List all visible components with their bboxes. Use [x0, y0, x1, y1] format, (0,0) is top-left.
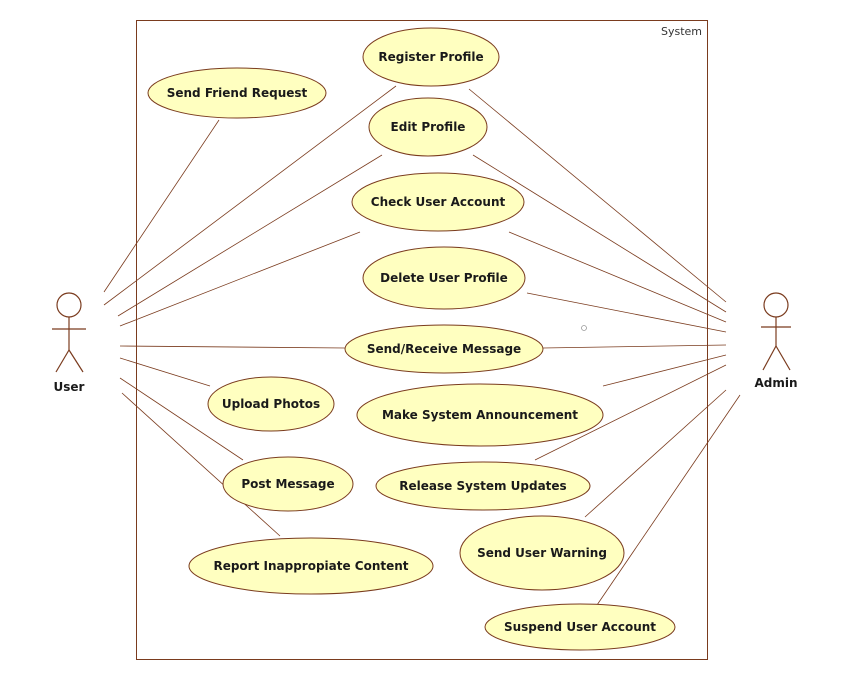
use-case-check-user-account[interactable]: Check User Account — [351, 172, 525, 232]
assoc-admin-send-receive-message — [542, 344, 727, 349]
use-case-label: Make System Announcement — [382, 408, 578, 422]
use-case-label: Send User Warning — [477, 546, 607, 560]
assoc-admin-suspend-user-account — [596, 394, 741, 606]
assoc-user-send-friend-request — [103, 119, 220, 293]
use-case-upload-photos[interactable]: Upload Photos — [207, 376, 335, 432]
assoc-admin-send-user-warning — [584, 389, 727, 518]
assoc-admin-make-system-announcement — [602, 354, 727, 387]
use-case-send-user-warning[interactable]: Send User Warning — [459, 515, 625, 591]
system-boundary — [136, 20, 708, 660]
admin-associations — [468, 88, 741, 606]
use-case-label: Register Profile — [378, 50, 483, 64]
assoc-admin-register-profile — [468, 88, 727, 303]
use-case-label: Check User Account — [371, 195, 506, 209]
use-case-make-system-announcement[interactable]: Make System Announcement — [356, 383, 604, 447]
use-case-edit-profile[interactable]: Edit Profile — [368, 97, 488, 157]
assoc-user-report-content — [121, 392, 281, 537]
use-case-release-system-updates[interactable]: Release System Updates — [375, 461, 591, 511]
anchor-dot — [581, 325, 587, 331]
assoc-user-post-message — [119, 377, 244, 461]
use-case-register-profile[interactable]: Register Profile — [362, 27, 500, 87]
assoc-admin-delete-user-profile — [526, 292, 727, 333]
admin-actor-label: Admin — [754, 376, 797, 390]
use-case-suspend-user-account[interactable]: Suspend User Account — [484, 603, 676, 651]
assoc-user-send-receive-message — [119, 345, 346, 349]
use-case-label: Edit Profile — [391, 120, 466, 134]
admin-actor[interactable] — [761, 292, 791, 371]
assoc-user-register-profile — [103, 85, 397, 306]
admin-actor-head — [763, 292, 789, 318]
use-case-label: Suspend User Account — [504, 620, 656, 634]
assoc-user-check-user-account — [119, 231, 361, 327]
use-case-label: Send/Receive Message — [367, 342, 521, 356]
use-case-report-inappropiate-content[interactable]: Report Inappropiate Content — [188, 537, 434, 595]
assoc-admin-edit-profile — [472, 154, 727, 313]
user-actor-label: User — [54, 380, 85, 394]
use-case-send-friend-request[interactable]: Send Friend Request — [147, 67, 327, 119]
user-associations — [103, 85, 397, 537]
use-case-label: Post Message — [241, 477, 334, 491]
use-case-label: Report Inappropiate Content — [213, 559, 408, 573]
use-case-post-message[interactable]: Post Message — [222, 456, 354, 512]
use-case-label: Upload Photos — [222, 397, 320, 411]
user-actor[interactable] — [52, 292, 86, 373]
assoc-admin-release-system-updates — [534, 364, 727, 461]
use-case-label: Delete User Profile — [380, 271, 508, 285]
system-label: System — [661, 25, 702, 38]
assoc-admin-check-user-account — [508, 231, 727, 323]
user-actor-head — [56, 292, 82, 318]
use-case-delete-user-profile[interactable]: Delete User Profile — [362, 246, 526, 310]
use-case-label: Release System Updates — [399, 479, 566, 493]
use-case-send-receive-message[interactable]: Send/Receive Message — [344, 324, 544, 374]
assoc-user-edit-profile — [117, 154, 383, 317]
use-case-label: Send Friend Request — [167, 86, 308, 100]
assoc-user-upload-photos — [119, 357, 211, 387]
